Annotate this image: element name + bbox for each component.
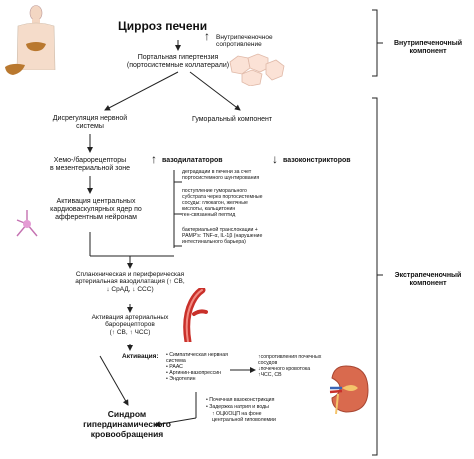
up-arrow-icon: ↑ <box>204 29 210 43</box>
up-arrow-icon: ↑ <box>151 152 157 166</box>
renal-vasoconstriction: • Почечная вазоконстрикция <box>206 397 275 403</box>
portal-hypertension: Портальная гипертензия (портосистемные к… <box>126 54 230 70</box>
baroreceptor-activation: Активация артериальных барорецепторов (↑… <box>91 314 169 336</box>
cirrhosis-title: Цирроз печени <box>118 19 208 33</box>
neuron-icon <box>16 210 38 237</box>
down-arrow-icon: ↓ <box>272 152 278 166</box>
central-nuclei-activation: Активация центральных кардиоваскулярных … <box>50 198 142 222</box>
hyperdynamic-syndrome: Синдром гипердинамического кровообращени… <box>83 409 171 439</box>
kidney-icon <box>329 365 369 414</box>
humoral-item-substrate: поступление гуморального субстрата через… <box>182 188 263 218</box>
humoral-item-bacterial: бактериальной транслокации + PAMP's: TNF… <box>182 227 263 245</box>
humoral-component: Гуморальный компонент <box>192 116 273 123</box>
nervous-dysregulation: Дисрегуляция нервной системы <box>52 115 128 131</box>
artery-icon <box>183 288 208 342</box>
humoral-item-degradation: деградации в печени за счет портосистемн… <box>182 169 260 181</box>
circulating-volume: ↑ ОЦК/ОЦП на фоне центральной гиповолеми… <box>212 411 276 423</box>
hepatocyte-cells-icon <box>229 53 285 86</box>
intrahepatic-resistance: Внутрипеченочное сопротивление <box>216 34 273 49</box>
intrahepatic-component-label: Внутрипеченочный компонент <box>393 40 463 56</box>
sodium-water-retention: • Задержка натрия и воды <box>206 404 269 410</box>
extrahepatic-component-label: Экстрапеченочный компонент <box>394 272 462 288</box>
renal-resistance: ↑сопротивления почечных сосудов ↓почечно… <box>258 354 322 378</box>
liver-icon <box>5 63 25 75</box>
activation-label: Активация: <box>122 353 159 360</box>
human-body-icon <box>16 5 56 70</box>
chemo-baroreceptors: Хемо-/барорецепторы в мезентериальной зо… <box>50 157 130 173</box>
vasoconstrictors-label: вазоконстрикторов <box>283 157 351 164</box>
vasodilators-label: вазодилататоров <box>162 157 223 164</box>
vasodilation-box: Спланхническая и периферическая артериал… <box>75 271 185 293</box>
activation-items: • Симпатическая нервная система • РААС •… <box>166 352 228 382</box>
